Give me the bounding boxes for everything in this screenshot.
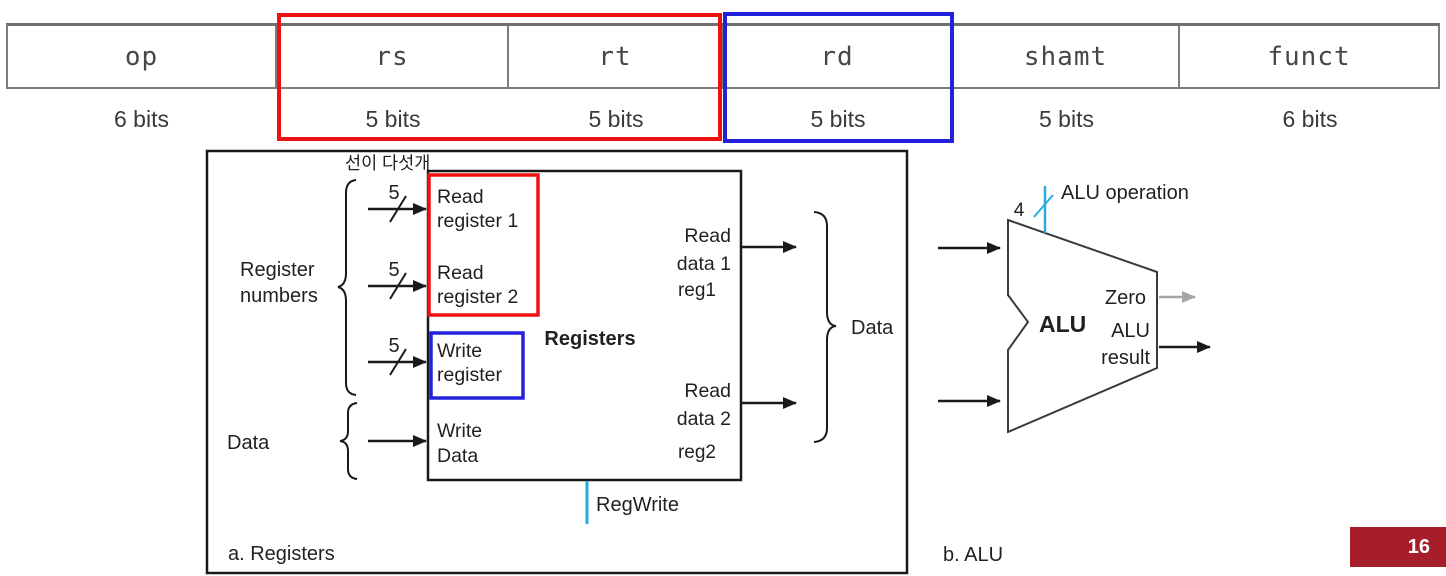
zero-label: Zero <box>1105 287 1146 309</box>
bus-slash-1 <box>389 195 407 223</box>
registers-outer-box <box>205 149 909 575</box>
port-read-data-2-line2: data 2 <box>677 408 731 430</box>
brace-register-numbers <box>337 179 357 396</box>
bus-width-3: 5 <box>388 335 399 357</box>
alu-operation-label: ALU operation <box>1061 182 1189 204</box>
alu-operation-slash <box>1033 194 1054 218</box>
note-reg1: reg1 <box>678 280 716 301</box>
note-reg2: reg2 <box>678 442 716 463</box>
korean-note: 선이 다섯개 <box>345 153 430 173</box>
port-read-register-1-line1: Read <box>437 186 484 208</box>
port-write-data-line1: Write <box>437 420 482 442</box>
bits-rt: 5 bits <box>588 106 644 132</box>
port-write-register-line2: register <box>437 364 503 386</box>
caption-registers: a. Registers <box>228 543 335 565</box>
register-file-title: Registers <box>544 328 635 350</box>
alu-shape <box>1007 218 1158 434</box>
red-highlight-rs-rt-fields <box>277 13 722 141</box>
bits-funct: 6 bits <box>1282 106 1338 132</box>
port-read-data-1-line1: Read <box>684 225 731 247</box>
data-in-label: Data <box>227 432 270 454</box>
port-write-register-line1: Write <box>437 340 482 362</box>
port-read-register-2-line1: Read <box>437 262 484 284</box>
caption-alu: b. ALU <box>943 544 1003 566</box>
regwrite-label: RegWrite <box>596 494 679 516</box>
port-write-data-line2: Data <box>437 445 478 467</box>
bits-op: 6 bits <box>114 106 169 132</box>
field-op: op <box>8 26 277 87</box>
register-numbers-label-line1: Register <box>240 259 315 281</box>
blue-highlight-write-register-port <box>429 331 525 400</box>
page-number-badge: 16 <box>1350 527 1446 567</box>
bus-width-2: 5 <box>388 259 399 281</box>
datapath-diagram: 선이 다섯개 Register numbers Data 5 5 5 Read … <box>205 149 1211 575</box>
bus-slash-3 <box>389 348 407 376</box>
bits-rs: 5 bits <box>365 106 421 132</box>
field-funct: funct <box>1267 41 1351 72</box>
alu-result-line1: ALU <box>1111 320 1150 342</box>
alu-control-width: 4 <box>1014 200 1025 221</box>
blue-highlight-rd-field <box>723 12 954 143</box>
red-highlight-read-ports <box>427 173 540 317</box>
field-rt: rt <box>509 26 723 87</box>
brace-data-in <box>339 402 358 480</box>
register-file-box <box>426 169 743 482</box>
port-read-register-1-line2: register 1 <box>437 210 518 232</box>
field-rs: rs <box>277 26 509 87</box>
brace-data-out <box>813 211 837 443</box>
field-shamt: shamt <box>953 26 1180 87</box>
data-out-label: Data <box>851 317 894 339</box>
bits-shamt: 5 bits <box>1039 106 1094 132</box>
bus-slash-2 <box>389 272 407 300</box>
port-read-data-2-line1: Read <box>684 380 731 402</box>
alu-result-line2: result <box>1101 347 1150 369</box>
port-read-data-1-line2: data 1 <box>677 253 731 275</box>
port-read-register-2-line2: register 2 <box>437 286 518 308</box>
bus-width-1: 5 <box>388 182 399 204</box>
register-numbers-label-line2: numbers <box>240 285 318 307</box>
bits-rd: 5 bits <box>810 106 866 132</box>
alu-unit-label: ALU <box>1039 311 1086 337</box>
